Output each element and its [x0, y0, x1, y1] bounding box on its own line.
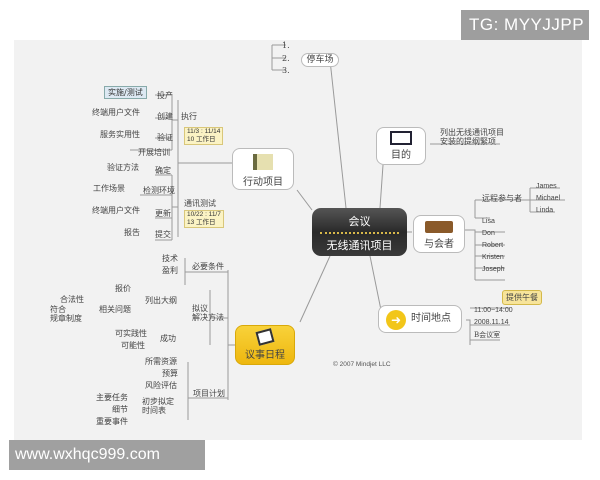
service-usability: 服务实用性	[100, 130, 140, 139]
execute-verify: 验证	[157, 133, 173, 142]
central-topic[interactable]: 会议 无线通讯项目	[312, 208, 407, 256]
lunch-callout: 提供午餐	[502, 290, 542, 305]
related-issues: 相关问题	[99, 305, 131, 314]
risk-assessment: 风险评估	[145, 381, 177, 390]
clipboard-icon	[255, 328, 275, 346]
report: 报告	[124, 228, 140, 237]
regulations: 规章制度	[50, 314, 82, 323]
watermark-top: TG: MYYJJPP	[461, 10, 589, 40]
outline-label: 列出大纲	[145, 296, 177, 305]
test-confirm: 确定	[155, 166, 171, 175]
attendee-don: Don	[482, 230, 495, 237]
solution-label-2: 解决方法	[192, 313, 224, 322]
comply: 符合	[50, 305, 66, 314]
date-value: 2008.11.14	[474, 319, 509, 326]
verify-method: 验证方法	[107, 163, 139, 172]
possibility: 可能性	[121, 341, 145, 350]
resources: 所需资源	[145, 357, 177, 366]
end-user-docs-1: 终端用户文件	[92, 108, 140, 117]
purpose-topic[interactable]: 目的	[376, 127, 426, 165]
mindmap-canvas	[14, 40, 582, 440]
success-label: 成功	[160, 334, 176, 343]
practicability: 可实践性	[115, 329, 147, 338]
parking-topic[interactable]: 停车场	[301, 53, 339, 67]
budget: 预算	[162, 369, 178, 378]
attendee-michael: Michael	[536, 195, 561, 202]
attendees-topic[interactable]: 与会者	[413, 215, 465, 253]
details: 细节	[112, 405, 128, 414]
arrow-right-icon: ➜	[386, 310, 406, 330]
execute-create: 创建	[157, 112, 173, 121]
attendee-kristen: Kristen	[482, 254, 504, 261]
implement-test-box: 实施/测试	[104, 86, 147, 99]
requirements-label: 必要条件	[192, 262, 224, 271]
solution-label-1: 拟议	[192, 304, 208, 313]
execute-note: 11/3 : 11/14 10 工作日	[184, 127, 224, 145]
attendee-joseph: Joseph	[482, 266, 505, 273]
test-label: 通讯测试	[184, 199, 216, 208]
parking-item-1: 1.	[282, 41, 290, 50]
milestones: 重要事件	[96, 417, 128, 426]
execute-training: 开展培训	[138, 148, 170, 157]
legality: 合法性	[60, 295, 84, 304]
execute-label: 执行	[181, 112, 197, 121]
req-profit: 盈利	[162, 266, 178, 275]
attendee-linda: Linda	[536, 207, 554, 214]
presentation-icon	[390, 131, 412, 145]
room-value: B会议室	[474, 331, 501, 339]
quote: 报价	[115, 284, 131, 293]
central-divider	[320, 232, 399, 234]
copyright: © 2007 Mindjet LLC	[333, 361, 391, 368]
purpose-detail-2: 安装的提纲緊项	[440, 137, 496, 146]
purpose-detail-1: 列出无线通讯项目	[440, 128, 504, 137]
test-update: 更新	[155, 209, 171, 218]
work-scenario: 工作场景	[93, 184, 125, 193]
remote-attendees-label: 远程参与者	[482, 194, 522, 203]
attendee-robert: Robert	[482, 242, 504, 249]
test-note: 10/22 : 11/7 13 工作日	[184, 210, 224, 228]
meeting-table-icon	[425, 221, 453, 233]
attendee-james: James	[536, 183, 557, 190]
main-tasks: 主要任务	[96, 393, 128, 402]
central-line1: 会议	[348, 215, 371, 228]
timeline-label-1: 初步拟定	[142, 397, 174, 406]
attendee-lisa: Lisa	[482, 218, 495, 225]
timeline-label-2: 时间表	[142, 406, 166, 415]
parking-item-2: 2.	[282, 54, 290, 63]
test-environment: 检测环境	[143, 186, 175, 195]
test-submit: 提交	[155, 230, 171, 239]
agenda-topic[interactable]: 议事日程	[235, 325, 295, 365]
parking-item-3: 3.	[282, 66, 290, 75]
time-value: 11:00~14:00	[474, 307, 513, 314]
watermark-bottom: www.wxhqc999.com	[9, 440, 205, 470]
end-user-docs-2: 终端用户文件	[92, 206, 140, 215]
req-technology: 技术	[162, 254, 178, 263]
plan-label: 项目计划	[193, 389, 225, 398]
action-items-topic[interactable]: 行动项目	[232, 148, 294, 190]
execute-deploy: 投产	[157, 91, 173, 100]
door-hand-icon	[253, 154, 273, 170]
time-place-topic[interactable]: ➜ 时间地点	[378, 305, 462, 333]
central-line2: 无线通讯项目	[326, 239, 393, 252]
